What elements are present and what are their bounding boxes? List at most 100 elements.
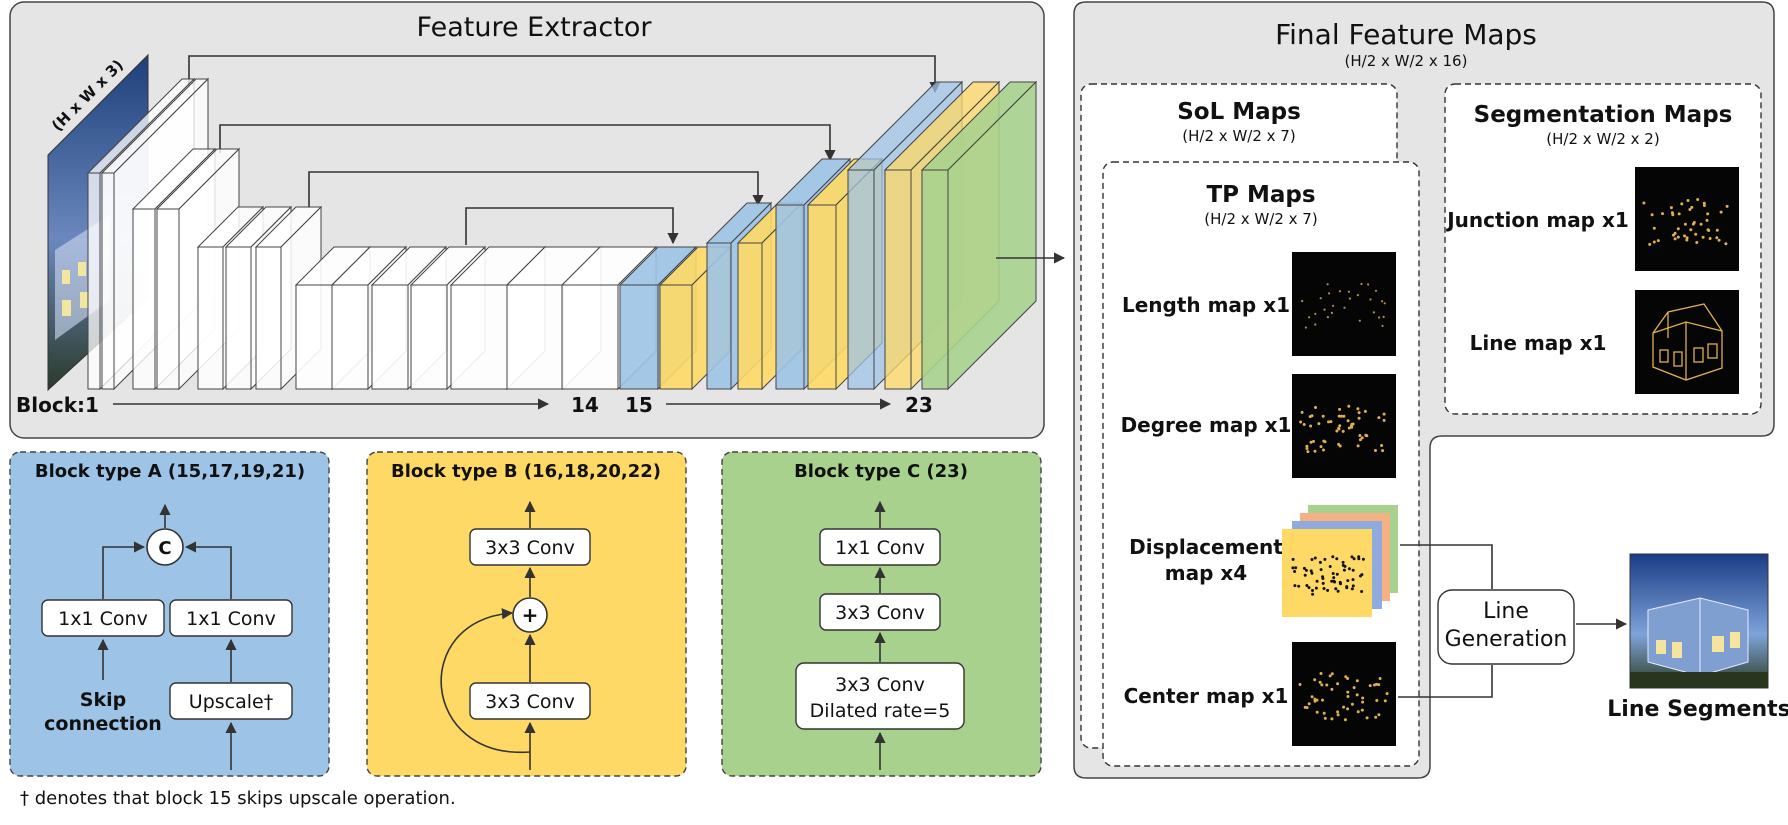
final-maps-subtitle: (H/2 x W/2 x 16) (1345, 52, 1468, 70)
segmentation-maps-title: Segmentation Maps (1474, 102, 1733, 128)
map-dot (1342, 568, 1346, 572)
map-dot (1683, 222, 1687, 226)
line-generation-label-line1: Line (1483, 599, 1529, 624)
map-dot (1330, 687, 1334, 691)
map-dot (1341, 560, 1345, 564)
map-dot (1383, 302, 1386, 305)
map-dot (1383, 699, 1387, 703)
map-dot (1356, 407, 1360, 411)
block-type-c-title: Block type C (23) (794, 461, 968, 482)
map-dot (1360, 590, 1364, 593)
map-dot (1688, 208, 1692, 211)
map-dot (1656, 239, 1660, 243)
skip-connection-label-line1: Skip (80, 689, 126, 711)
block-type-a-panel: Block type A (15,17,19,21) C 1x1 Conv 1x… (9, 451, 330, 777)
final-feature-maps-panel: Final Feature Maps (H/2 x W/2 x 16) SoL … (1073, 1, 1775, 779)
map-dot (1335, 557, 1339, 561)
map-dot (1381, 449, 1385, 453)
map-dot (1347, 404, 1351, 408)
skip-connection-3 (308, 171, 764, 208)
map-dot (1382, 418, 1386, 422)
map-dot (1695, 241, 1699, 244)
tp-maps-subtitle: (H/2 x W/2 x 7) (1204, 210, 1317, 228)
sol-maps-title: SoL Maps (1177, 99, 1301, 125)
map-dot (1298, 683, 1302, 686)
concat-symbol: C (158, 538, 171, 559)
map-dot (1676, 227, 1680, 231)
map-dot (1382, 412, 1386, 416)
map-dot (1336, 710, 1340, 714)
map-dot (1355, 693, 1359, 697)
degree-map-dots (1299, 404, 1386, 454)
map-dot (1309, 424, 1313, 428)
center-map-dots (1298, 672, 1389, 722)
map-dot (1382, 315, 1385, 318)
map-dot (1330, 672, 1334, 676)
map-dot (1708, 237, 1712, 240)
map-dot (1308, 316, 1311, 319)
map-dot (1346, 419, 1350, 423)
map-dot (1717, 238, 1721, 242)
map-dot (1327, 420, 1330, 424)
map-dot (1355, 679, 1359, 683)
map-dot (1350, 425, 1354, 429)
map-dot (1322, 711, 1326, 715)
map-dot (1374, 449, 1377, 452)
map-dot (1311, 592, 1315, 596)
a-upscale-label: Upscale† (189, 691, 273, 713)
center-map-label: Center map x1 (1124, 684, 1289, 708)
center-to-generation-connector (1398, 665, 1493, 698)
map-dot (1300, 410, 1304, 414)
map-dot (1685, 236, 1689, 240)
map-dot (1322, 448, 1325, 452)
map-dot (1377, 683, 1381, 687)
map-dot (1313, 449, 1317, 453)
map-dot (1322, 587, 1326, 590)
map-dot (1299, 420, 1303, 424)
degree-map-label: Degree map x1 (1121, 413, 1292, 437)
map-dot (1317, 422, 1321, 426)
map-dot (1302, 566, 1306, 570)
map-dot (1367, 283, 1370, 286)
length-map-label: Length map x1 (1122, 293, 1290, 317)
map-dot (1375, 699, 1379, 702)
map-dot (1385, 692, 1389, 696)
map-dot (1358, 434, 1362, 437)
map-dot (1696, 198, 1700, 201)
skip-connections (188, 55, 941, 245)
map-dot (1673, 237, 1677, 241)
skip-connection-4 (465, 207, 679, 245)
map-dot (1360, 573, 1364, 577)
map-dot (1652, 240, 1656, 244)
map-dot (1372, 311, 1375, 314)
length-map-image (1292, 252, 1396, 356)
displacement-map-label-line1: Displacement (1129, 535, 1283, 559)
skip-connection-2 (219, 124, 836, 162)
map-dot (1321, 575, 1325, 579)
map-dot (1346, 695, 1350, 698)
map-dot (1307, 702, 1311, 706)
map-dot (1328, 674, 1332, 678)
c-conv2-box (819, 593, 941, 631)
map-dot (1381, 324, 1384, 327)
map-dot (1351, 578, 1355, 582)
map-dot (1309, 569, 1313, 573)
map-dot (1319, 297, 1322, 300)
map-dot (1338, 424, 1342, 428)
map-dot (1330, 311, 1333, 314)
map-dot (1347, 290, 1350, 293)
map-dot (1374, 715, 1378, 719)
block-number-23: 23 (905, 393, 933, 417)
map-dot (1336, 713, 1340, 717)
a-conv-left-label: 1x1 Conv (58, 608, 148, 630)
map-dot (1670, 211, 1674, 215)
map-dot (1724, 242, 1728, 246)
tp-maps-title: TP Maps (1206, 182, 1315, 208)
map-dot (1297, 584, 1301, 588)
c-conv3-label-line1: 3x3 Conv (835, 674, 925, 696)
feature-extractor-title: Feature Extractor (417, 12, 653, 43)
block-number-14: 14 (571, 393, 599, 417)
b-conv-bottom-label: 3x3 Conv (485, 691, 575, 713)
